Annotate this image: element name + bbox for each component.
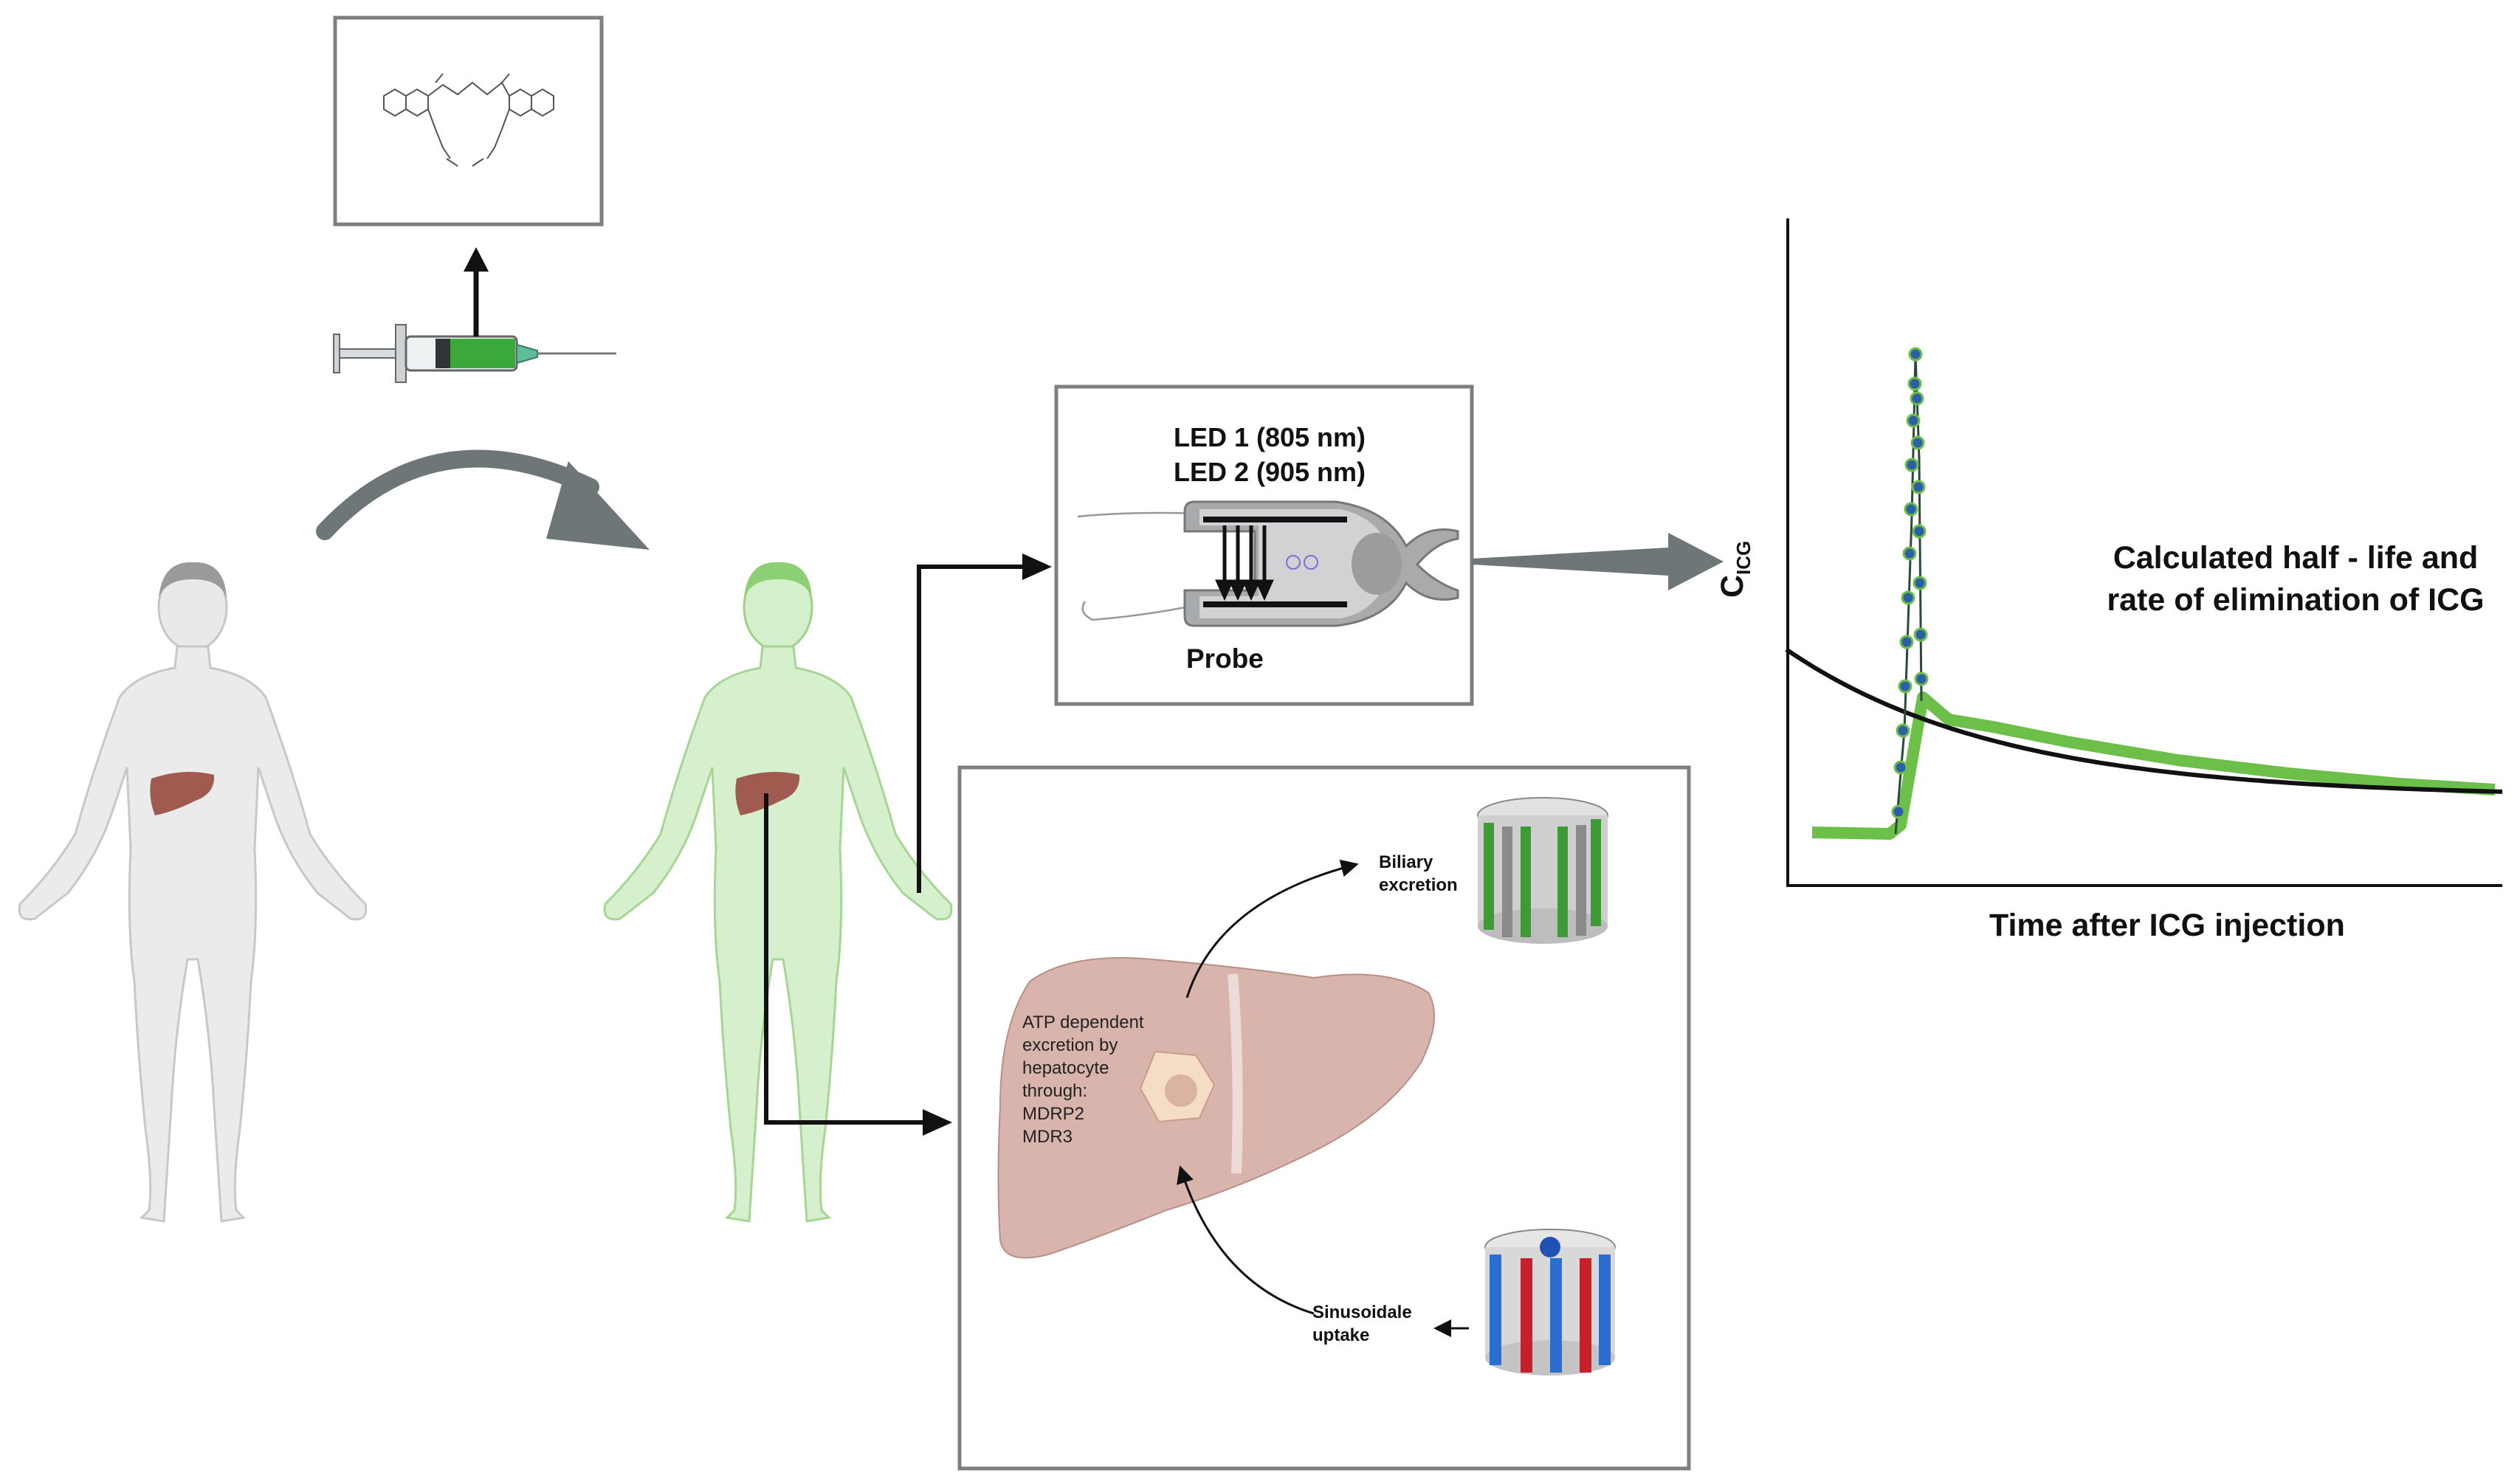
biliary-excretion-label: Biliary excretion bbox=[1379, 851, 1458, 897]
peak-data-point bbox=[1912, 524, 1927, 539]
icg-clearance-chart bbox=[1785, 218, 2503, 887]
peak-data-point bbox=[1906, 413, 1921, 428]
peak-data-point bbox=[1901, 590, 1915, 605]
body-to-probe-arrow bbox=[917, 553, 1052, 893]
syringe-icon bbox=[333, 324, 616, 383]
body-before-injection bbox=[18, 562, 368, 1223]
probe-panel bbox=[1054, 384, 1474, 706]
probe-label: Probe bbox=[1186, 643, 1264, 674]
icg-structure-icon bbox=[383, 73, 554, 167]
liver-icon bbox=[150, 772, 215, 815]
peak-data-point bbox=[1904, 458, 1919, 472]
peak-data-point bbox=[1913, 576, 1927, 590]
chart-annotation: Calculated half - life and rate of elimi… bbox=[2082, 537, 2510, 621]
liver-metabolism-panel bbox=[957, 765, 1691, 1471]
atp-excretion-label: ATP dependent excretion by hepatocyte th… bbox=[1022, 1011, 1144, 1148]
peak-data-point bbox=[1907, 376, 1922, 391]
injection-curved-arrow bbox=[316, 449, 650, 550]
biliary-line1: Biliary bbox=[1379, 852, 1433, 872]
peak-data-point bbox=[1896, 723, 1910, 738]
chart-annotation-line1: Calculated half - life and bbox=[2113, 540, 2479, 576]
led1-label: LED 1 (805 nm) bbox=[1173, 422, 1366, 452]
body-after-injection bbox=[603, 562, 953, 1223]
peak-data-point bbox=[1899, 635, 1914, 649]
peak-data-point bbox=[1898, 679, 1913, 694]
sinusoidal-uptake-label: Sinusoidale uptake bbox=[1312, 1301, 1412, 1347]
syringe-to-molecule-arrow bbox=[464, 247, 489, 337]
atp-line: through: bbox=[1022, 1081, 1088, 1101]
peak-data-point bbox=[1891, 804, 1906, 819]
liver-detail-icon bbox=[997, 957, 1435, 1259]
atp-line: ATP dependent bbox=[1022, 1012, 1144, 1032]
peak-data-point bbox=[1910, 391, 1924, 406]
peak-trace-line bbox=[1894, 353, 1923, 835]
led2-label: LED 2 (905 nm) bbox=[1173, 457, 1366, 487]
peak-data-point bbox=[1914, 672, 1929, 686]
peak-data-point bbox=[1904, 502, 1918, 517]
biliary-line2: excretion bbox=[1379, 875, 1458, 895]
peak-data-point bbox=[1911, 480, 1926, 494]
atp-line: hepatocyte bbox=[1022, 1058, 1109, 1078]
light-beam-arrows bbox=[1215, 525, 1274, 601]
liver-lobule-sinusoidal-icon bbox=[1484, 1229, 1616, 1376]
liver-lobule-biliary-icon bbox=[1477, 797, 1608, 944]
atp-line: excretion by bbox=[1022, 1035, 1118, 1055]
probe-to-chart-arrow bbox=[1472, 533, 1724, 590]
peak-data-point bbox=[1910, 435, 1925, 450]
blood-cell-icon bbox=[1286, 555, 1318, 570]
y-axis-label: CICG bbox=[1715, 541, 1781, 598]
atp-line: MDRP2 bbox=[1022, 1104, 1085, 1124]
sinusoidal-line1: Sinusoidale bbox=[1312, 1302, 1412, 1322]
icg-molecule-panel bbox=[333, 15, 604, 227]
atp-line: MDR3 bbox=[1022, 1127, 1073, 1147]
x-axis-label: Time after ICG injection bbox=[1989, 908, 2345, 943]
hepatocyte-icon bbox=[1139, 1050, 1216, 1123]
y-axis-label-sub: ICG bbox=[1732, 540, 1755, 575]
fitted-elimination-curve bbox=[1785, 647, 2503, 794]
peak-data-point bbox=[1908, 347, 1923, 362]
sinusoidal-line2: uptake bbox=[1312, 1325, 1370, 1345]
y-axis-label-main: C bbox=[1715, 574, 1750, 598]
chart-annotation-line2: rate of elimination of ICG bbox=[2107, 582, 2485, 618]
peak-data-point bbox=[1902, 546, 1917, 561]
peak-data-point bbox=[1893, 760, 1908, 775]
peak-data-point bbox=[1913, 627, 1928, 642]
liver-to-panel-arrow bbox=[764, 793, 952, 1136]
